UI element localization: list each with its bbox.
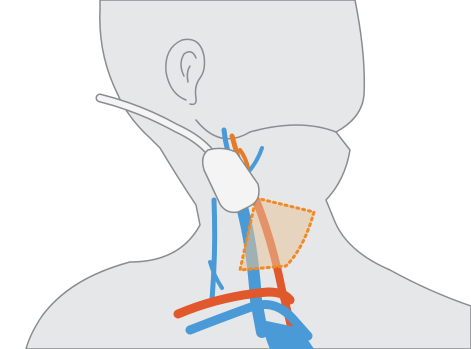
external-jugular-vein [212, 200, 215, 300]
